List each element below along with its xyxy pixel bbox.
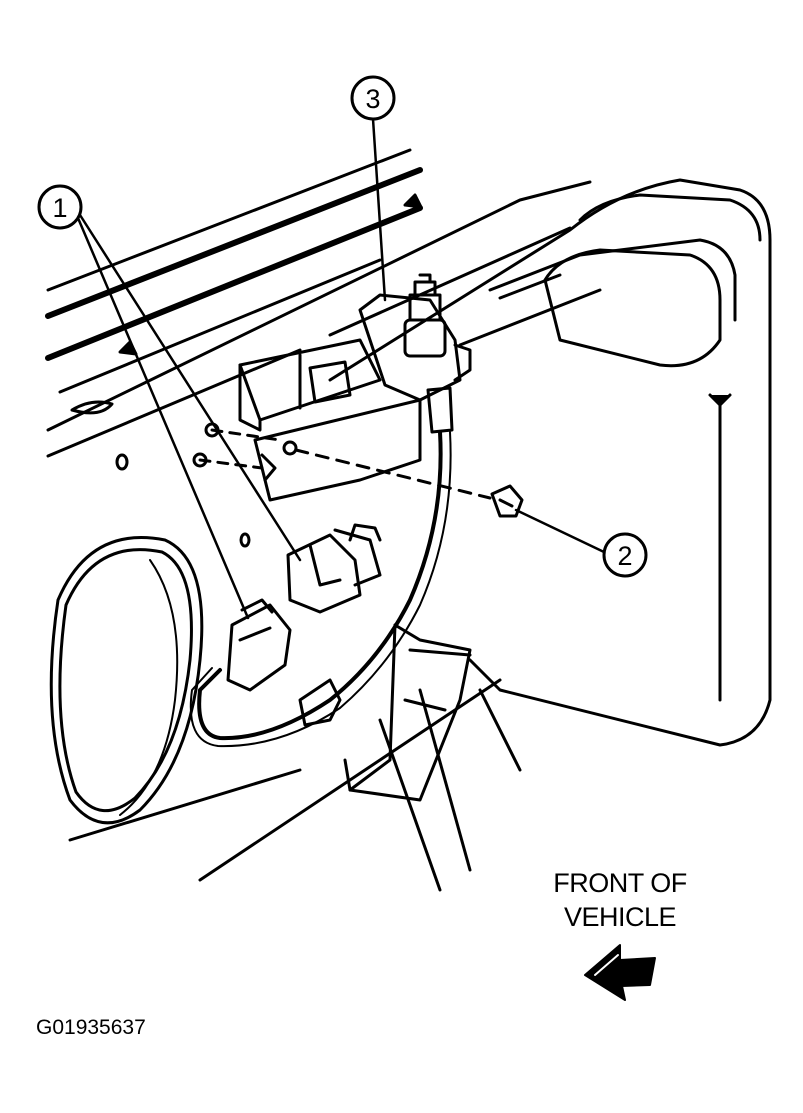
- front-arrow-icon: [584, 944, 656, 1001]
- callout-1-label: 1: [52, 193, 67, 223]
- mounting-bolts: [192, 422, 524, 518]
- headlamp: [49, 536, 502, 882]
- lower-bracket: [343, 623, 472, 802]
- radiator-support: [328, 178, 772, 892]
- front-of-vehicle-line2: VEHICLE: [563, 902, 677, 932]
- front-of-vehicle-line1: FRONT OF: [553, 868, 687, 898]
- latch-bracket: [238, 293, 472, 502]
- front-of-vehicle-label: FRONT OF VEHICLE: [520, 866, 720, 934]
- harness-connectors: [226, 523, 382, 727]
- callout-3-label: 3: [365, 84, 380, 114]
- callout-2-label: 2: [617, 541, 632, 571]
- callout-2: 2: [514, 508, 648, 578]
- figure-id: G01935637: [36, 1016, 146, 1039]
- callout-1: 1: [37, 184, 302, 620]
- callout-3: 3: [350, 75, 396, 302]
- hood-latch-switch: [403, 273, 454, 434]
- wiring-harness: [189, 430, 452, 748]
